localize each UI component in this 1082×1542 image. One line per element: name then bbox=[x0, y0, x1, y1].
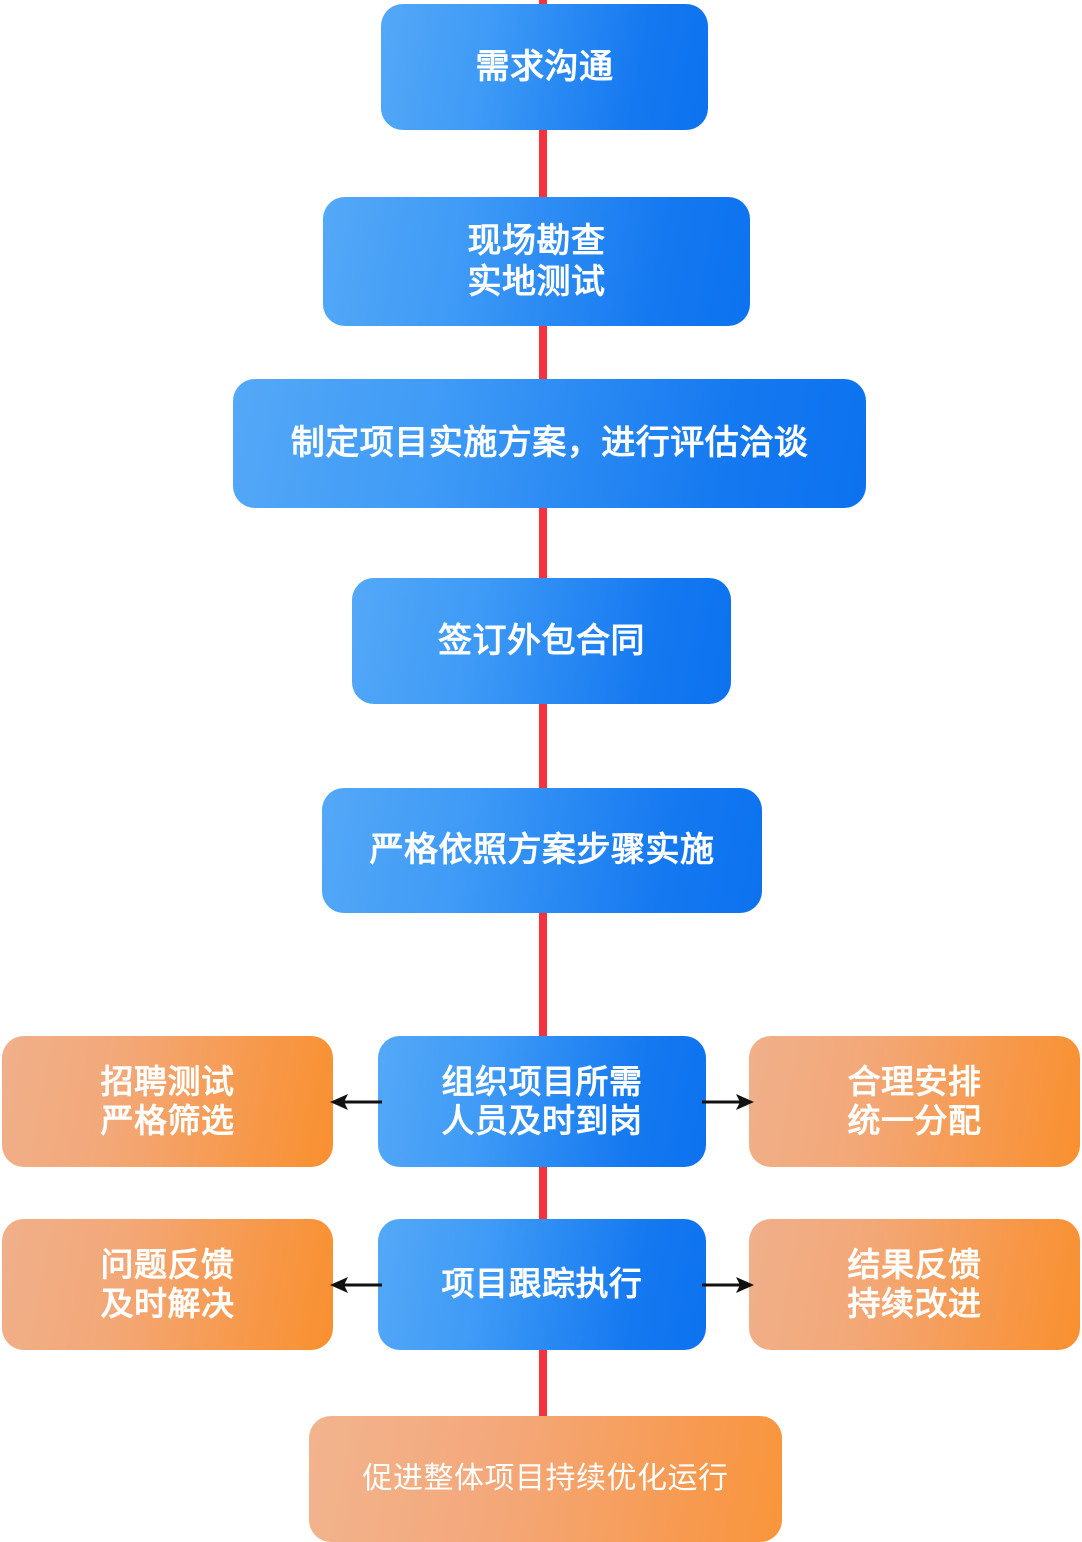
flow-node-step-3[interactable]: 制定项目实施方案，进行评估洽谈 bbox=[233, 379, 866, 508]
arrow-right-1 bbox=[702, 1090, 754, 1114]
flow-node-branch-right-1[interactable]: 合理安排 统一分配 bbox=[749, 1036, 1080, 1167]
connector-spine-1 bbox=[539, 0, 547, 1542]
flow-node-step-5[interactable]: 严格依照方案步骤实施 bbox=[322, 788, 762, 913]
flow-node-step-2[interactable]: 现场勘查 实地测试 bbox=[323, 197, 750, 326]
flow-node-step-8[interactable]: 促进整体项目持续优化运行 bbox=[309, 1416, 782, 1542]
flow-node-branch-right-2[interactable]: 结果反馈 持续改进 bbox=[749, 1219, 1080, 1350]
arrow-right-2 bbox=[702, 1273, 754, 1297]
flow-node-step-4[interactable]: 签订外包合同 bbox=[352, 578, 731, 704]
arrow-left-1 bbox=[330, 1090, 382, 1114]
flow-node-step-1[interactable]: 需求沟通 bbox=[381, 4, 708, 130]
flow-node-step-6[interactable]: 组织项目所需 人员及时到岗 bbox=[378, 1036, 706, 1167]
flow-node-branch-left-2[interactable]: 问题反馈 及时解决 bbox=[2, 1219, 333, 1350]
arrow-left-2 bbox=[330, 1273, 382, 1297]
flow-node-step-7[interactable]: 项目跟踪执行 bbox=[378, 1219, 706, 1350]
flow-node-branch-left-1[interactable]: 招聘测试 严格筛选 bbox=[2, 1036, 333, 1167]
